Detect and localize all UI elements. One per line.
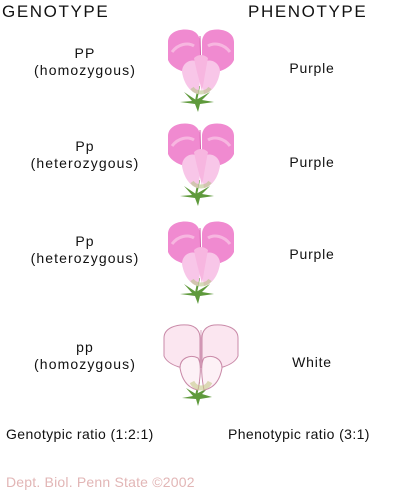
phenotypic-ratio: Phenotypic ratio (3:1) <box>228 426 370 442</box>
genotype-header: GENOTYPE <box>2 2 110 21</box>
phenotype-label: Purple <box>289 154 335 170</box>
zygosity-label: (homozygous) <box>34 356 136 372</box>
genotype-label: pp (homozygous) <box>0 339 170 373</box>
phenotype-label: White <box>292 354 332 370</box>
credit-text: Dept. Biol. Penn State ©2002 <box>6 474 195 490</box>
genotype-label: Pp (heterozygous) <box>0 233 170 267</box>
genotype-row: Pp (heterozygous) Purple <box>0 122 404 212</box>
genotype-symbol: Pp <box>75 138 95 154</box>
genotype-symbol: Pp <box>75 233 95 249</box>
phenotype-label: Purple <box>289 60 335 76</box>
genotype-row: pp (homozygous) White <box>0 322 404 412</box>
zygosity-label: (heterozygous) <box>30 250 140 266</box>
genotype-symbol: PP <box>74 45 96 61</box>
phenotype-label: Purple <box>289 246 335 262</box>
purple-flower-icon <box>168 123 234 206</box>
genotype-symbol: pp <box>76 339 94 355</box>
purple-flower-icon <box>168 29 234 112</box>
genotype-row: Pp (heterozygous) Purple <box>0 220 404 310</box>
purple-flower-icon <box>168 221 234 304</box>
white-flower-icon <box>163 324 239 406</box>
genotype-row: PP (homozygous) Purple <box>0 28 404 118</box>
genotype-label: PP (homozygous) <box>0 45 170 79</box>
genotypic-ratio: Genotypic ratio (1:2:1) <box>6 426 154 442</box>
phenotype-header: PHENOTYPE <box>248 2 368 21</box>
genotype-label: Pp (heterozygous) <box>0 138 170 172</box>
zygosity-label: (homozygous) <box>34 62 136 78</box>
zygosity-label: (heterozygous) <box>30 155 140 171</box>
